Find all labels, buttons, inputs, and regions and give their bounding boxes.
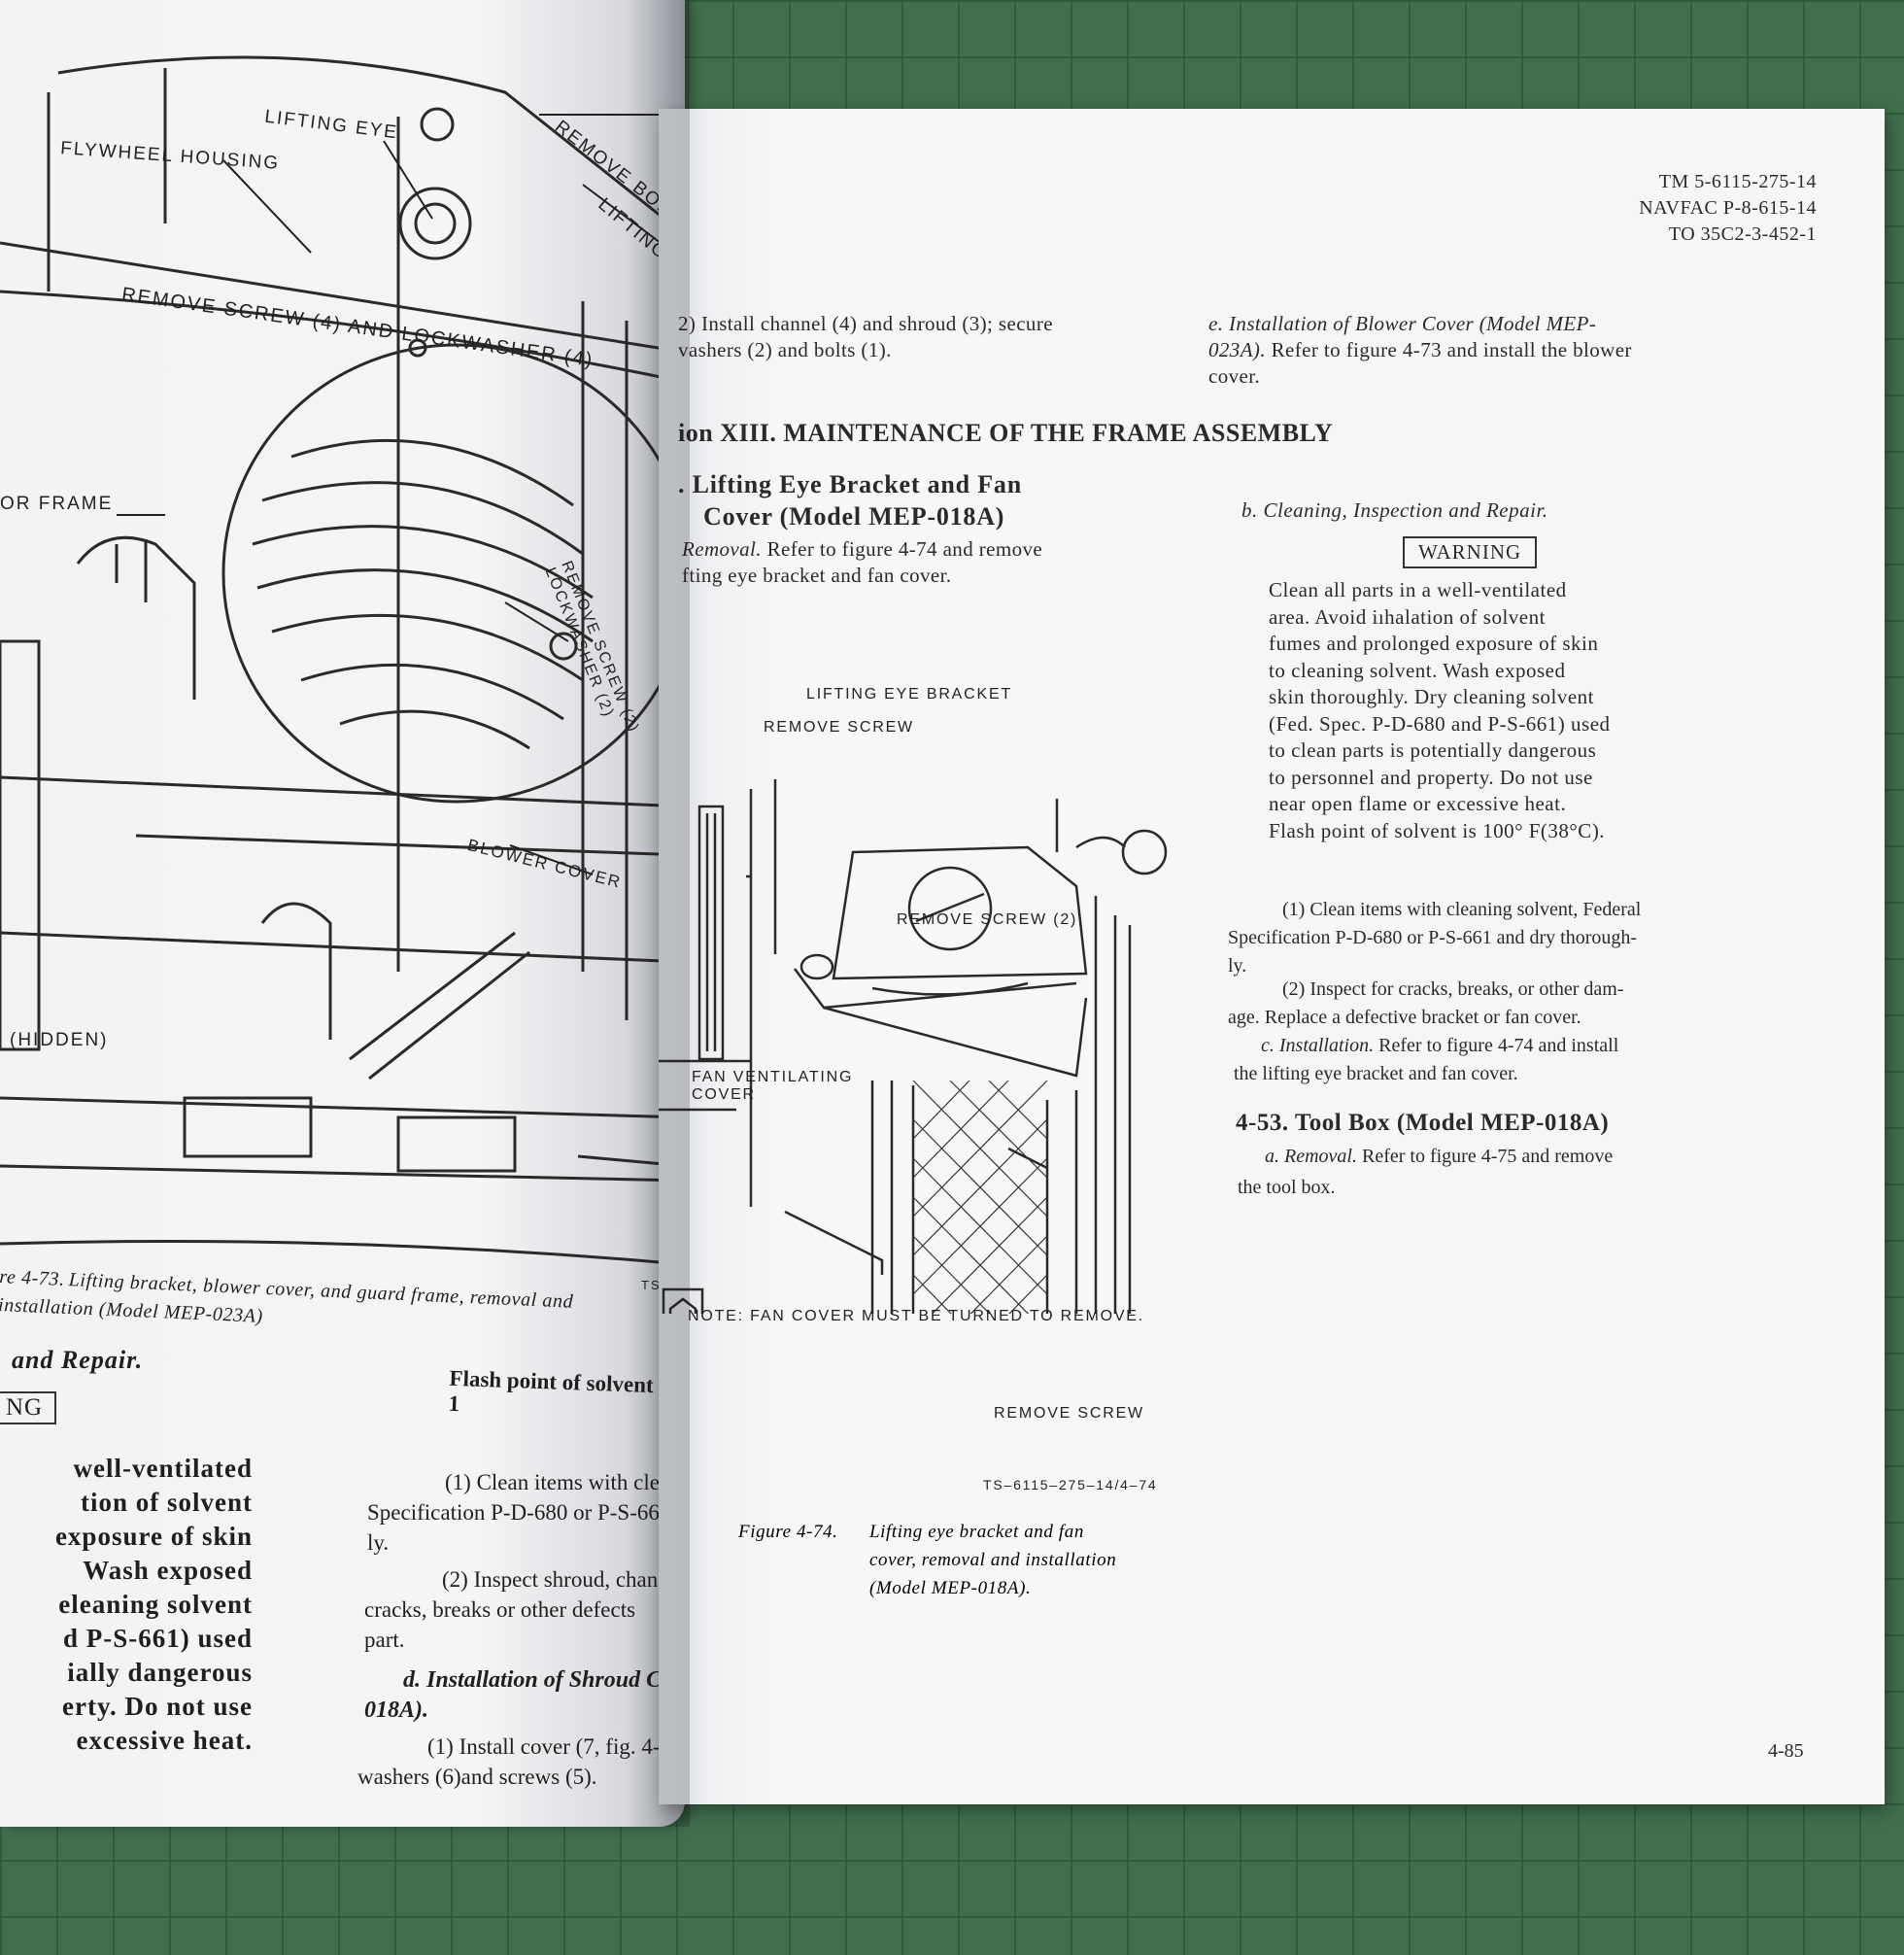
install-channel-step: 2) Install channel (4) and shroud (3); s…: [678, 312, 1053, 361]
left-installation-d: d. Installation of Shroud Co 018A).: [364, 1667, 673, 1723]
section-4-53-heading: 4-53. Tool Box (Model MEP-018A): [1236, 1110, 1610, 1136]
clean-step-1: (1) Clean items with cleaning solvent, F…: [1228, 899, 1642, 977]
doc-number-to: TO 35C2-3-452-1: [1668, 223, 1817, 245]
warning-text: Clean all parts in a well-ventilated are…: [1269, 578, 1611, 842]
right-page: TM 5-6115-275-14 NAVFAC P-8-615-14 TO 35…: [659, 109, 1885, 1804]
c-text: Refer to figure 4-74 and install the lif…: [1234, 1035, 1619, 1084]
figure-caption-text: Lifting eye bracket and fan cover, remov…: [869, 1522, 1117, 1598]
caption-number: re 4-73.: [0, 1265, 66, 1290]
a-label: a. Removal.: [1265, 1146, 1357, 1167]
left-step-d1: (1) Install cover (7, fig. 4-7 washers (…: [357, 1734, 672, 1789]
para-heading-line1: . Lifting Eye Bracket and Fan: [678, 470, 1022, 498]
left-step-2: (2) Inspect shroud, chan cracks, breaks …: [364, 1567, 659, 1652]
installation-blower-cover: e. Installation of Blower Cover (Model M…: [1208, 311, 1748, 390]
figure-note: NOTE: FAN COVER MUST BE TURNED TO REMOVE…: [688, 1308, 1145, 1324]
left-section-heading: and Repair.: [12, 1346, 144, 1374]
removal-label: Removal.: [682, 537, 762, 561]
tool-box-removal: a. Removal. Refer to figure 4-75 and rem…: [1238, 1141, 1772, 1203]
figure-caption-number: Figure 4-74.: [738, 1522, 838, 1542]
label-lifting-eye-bracket: LIFTING EYE BRACKET: [806, 686, 1013, 703]
callout-guard-frame: OR FRAME: [0, 494, 114, 514]
figure-id: TS–6115–275–14/4–74: [983, 1477, 1158, 1492]
left-flash-point: Flash point of solvent is 1: [448, 1365, 675, 1417]
section-title: ion XIII. MAINTENANCE OF THE FRAME ASSEM…: [678, 419, 1334, 447]
label-remove-screw-2: REMOVE SCREW (2): [897, 911, 1078, 928]
label-remove-screw-bottom: REMOVE SCREW: [994, 1405, 1144, 1422]
inspect-step-2: (2) Inspect for cracks, breaks, or other…: [1228, 978, 1624, 1028]
page-number: 4-85: [1768, 1740, 1804, 1762]
a-text: Refer to figure 4-75 and remove the tool…: [1238, 1146, 1614, 1198]
label-fan-ventilating-cover: FAN VENTILATING COVER: [692, 1069, 854, 1103]
warning-label: WARNING: [1403, 536, 1538, 568]
label-remove-screw: REMOVE SCREW: [764, 719, 914, 736]
callout-hidden: (HIDDEN): [10, 1030, 109, 1050]
c-label: c. Installation.: [1261, 1035, 1375, 1056]
left-warning-box: NG: [0, 1391, 57, 1424]
para-heading-line2: Cover (Model MEP-018A): [703, 502, 1005, 531]
e-text: Refer to figure 4-73 and install the blo…: [1208, 338, 1632, 388]
e-label: e. Installation of Blower Cover (Model M…: [1208, 312, 1597, 361]
cleaning-heading: b. Cleaning, Inspection and Repair.: [1241, 498, 1548, 522]
left-page: LIFTING EYE FLYWHEEL HOUSING REMOVE BOLT…: [0, 0, 685, 1827]
removal-text: Refer to figure 4-74 and remove fting ey…: [682, 537, 1043, 587]
installation-c-paragraph: c. Installation. Refer to figure 4-74 an…: [1234, 1032, 1774, 1088]
removal-paragraph: Removal. Refer to figure 4-74 and remove…: [682, 536, 1168, 589]
left-step-1: (1) Clean items with clean Specification…: [367, 1470, 681, 1555]
figure-4-74-drawing: [659, 779, 1168, 1314]
doc-number-tm: TM 5-6115-275-14: [1658, 171, 1817, 192]
doc-number-navfac: NAVFAC P-8-615-14: [1639, 197, 1817, 219]
left-warning-text: well-ventilated tion of solvent exposure…: [54, 1454, 253, 1755]
